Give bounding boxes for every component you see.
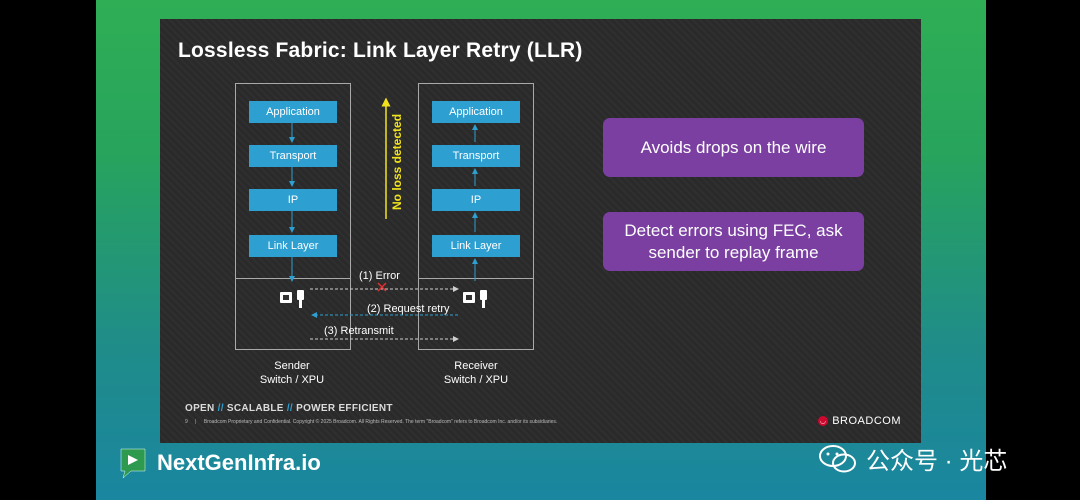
sender-label: Sender Switch / XPU (244, 359, 340, 387)
request-retry-message: (2) Request retry (367, 303, 450, 315)
footer-tagline: OPEN // SCALABLE // POWER EFFICIENT (185, 403, 393, 414)
receiver-layer-application: Application (432, 101, 520, 123)
sender-plug-icon (297, 290, 304, 308)
nextgeninfra-watermark: NextGenInfra.io (117, 447, 321, 479)
sender-layer-application: Application (249, 101, 337, 123)
sender-label-line2: Switch / XPU (259, 374, 325, 386)
tag-open: OPEN (185, 403, 215, 414)
wechat-watermark: 公众号 · 光芯 (818, 441, 1007, 476)
error-x-icon (377, 282, 387, 292)
receiver-plug-icon (480, 290, 487, 308)
sender-layer-ip: IP (249, 189, 337, 211)
legal-text: Broadcom Proprietary and Confidential. C… (203, 419, 558, 425)
receiver-label: Receiver Switch / XPU (428, 359, 524, 387)
broadcom-logo: ◡ BROADCOM (818, 415, 901, 427)
sender-layer-link: Link Layer (249, 235, 337, 257)
slide-title: Lossless Fabric: Link Layer Retry (LLR) (178, 39, 583, 62)
receiver-label-line1: Receiver (454, 360, 498, 372)
receiver-stack: Application Transport IP Link Layer (418, 83, 534, 350)
receiver-divider (419, 278, 533, 279)
receiver-layer-link: Link Layer (432, 235, 520, 257)
wechat-icon (819, 444, 856, 472)
callout-detect-errors: Detect errors using FEC, ask sender to r… (603, 212, 864, 271)
flow-arrows (280, 97, 487, 342)
receiver-layer-transport: Transport (432, 145, 520, 167)
nextgeninfra-logo-icon (120, 448, 146, 479)
tag-scalable: SCALABLE (226, 403, 284, 414)
no-loss-detected-label: No loss detected (390, 113, 404, 210)
legal-line: 9 | Broadcom Proprietary and Confidentia… (185, 419, 558, 425)
callout-avoids-drops: Avoids drops on the wire (603, 118, 864, 177)
sender-stack: Application Transport IP Link Layer (235, 83, 351, 350)
page-number: 9 (185, 419, 188, 425)
broadcom-wordmark: BROADCOM (832, 415, 901, 427)
broadcom-mark-icon: ◡ (818, 416, 829, 426)
presentation-slide: Lossless Fabric: Link Layer Retry (LLR) … (160, 19, 921, 443)
receiver-port-icon (463, 292, 475, 303)
nextgeninfra-text: NextGenInfra.io (157, 450, 321, 475)
sender-label-line1: Sender (274, 360, 310, 372)
wechat-text: 公众号 · 光芯 (866, 448, 1008, 475)
retransmit-message: (3) Retransmit (324, 325, 394, 337)
tag-power-efficient: POWER EFFICIENT (296, 403, 393, 414)
tag-separator: // (217, 403, 224, 414)
error-message: (1) Error (359, 270, 400, 282)
tag-separator: // (286, 403, 294, 414)
sender-port-icon (280, 292, 292, 303)
receiver-layer-ip: IP (432, 189, 520, 211)
sender-layer-transport: Transport (249, 145, 337, 167)
receiver-label-line2: Switch / XPU (443, 374, 509, 386)
